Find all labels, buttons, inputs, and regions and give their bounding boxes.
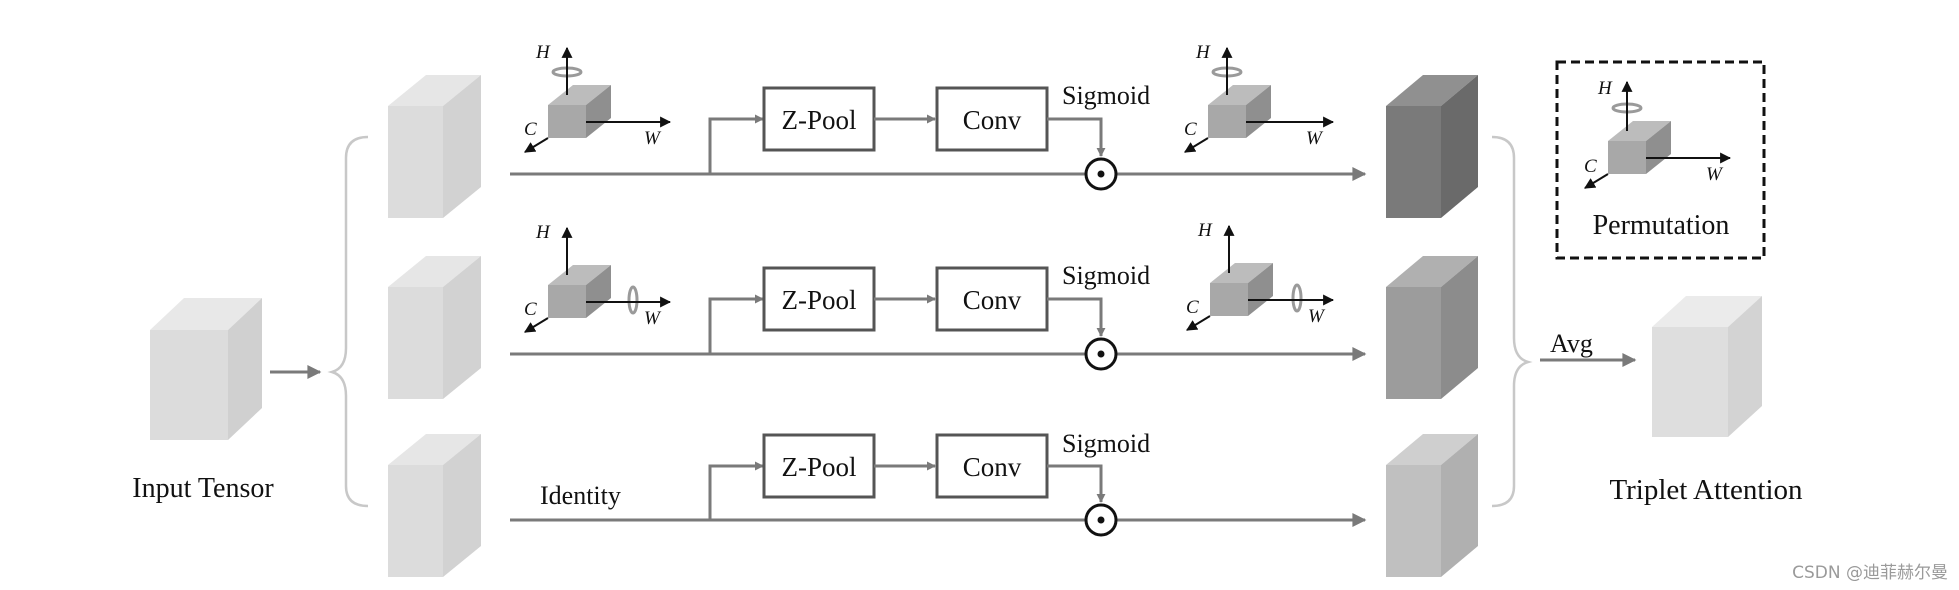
permutation-legend: H W C Permutation (1555, 60, 1766, 260)
branch-2-permute-icon: H W C (524, 222, 672, 333)
branch-3-pool-arrow (708, 461, 764, 520)
branch-2-input-cube (388, 256, 481, 399)
branch-1-sigmoid-label: Sigmoid (1062, 81, 1150, 110)
svg-text:C: C (1584, 156, 1597, 177)
branch-1: Z-Pool Conv Sigmoid (510, 81, 1367, 191)
svg-text:H: H (1597, 78, 1613, 99)
branch-3-output-cube (1386, 434, 1478, 577)
branch-3-sigmoid-label: Sigmoid (1062, 429, 1150, 458)
branch-1-input-cube (388, 75, 481, 218)
branch-1-sigmoid-arrow (1047, 117, 1106, 157)
svg-text:C: C (1186, 297, 1199, 318)
branch-3-sigmoid-arrow (1047, 464, 1106, 503)
input-tensor-cube (150, 298, 262, 440)
svg-text:H: H (1197, 220, 1213, 241)
identity-label: Identity (540, 481, 621, 510)
branch-2-sigmoid-label: Sigmoid (1062, 261, 1150, 290)
permutation-label: Permutation (1593, 210, 1730, 241)
input-tensor-label: Input Tensor (132, 473, 274, 504)
svg-text:W: W (644, 128, 662, 149)
branch-2-conv-box (935, 266, 1049, 332)
svg-text:W: W (1706, 164, 1724, 185)
branch-1-output-cube (1386, 75, 1478, 218)
branch-3-conv-label: Conv (963, 452, 1022, 482)
svg-text:C: C (1184, 119, 1197, 140)
svg-text:H: H (535, 222, 551, 243)
branch-1-unpermute-icon: H W C (1184, 42, 1335, 153)
branch-2-zpool-box (762, 266, 876, 332)
watermark: CSDN @迪菲赫尔曼 (1792, 563, 1948, 583)
branch-1-zpool-box (762, 86, 876, 152)
split-brace (327, 135, 369, 508)
branch-3-zpool-label: Z-Pool (781, 452, 856, 482)
branch-2-unpermute-icon: H W C (1186, 220, 1335, 331)
branch-1-permute-icon: H W C (524, 42, 672, 153)
branch-2-pool-arrow (708, 294, 764, 354)
branch-1-conv-label: Conv (963, 105, 1022, 135)
svg-text:C: C (524, 119, 537, 140)
branch-2-output-cube (1386, 256, 1478, 399)
svg-text:W: W (1306, 128, 1324, 149)
branch-2: Z-Pool Conv Sigmoid (510, 261, 1367, 371)
svg-text:H: H (535, 42, 551, 63)
branch-1-pool-arrow (708, 114, 764, 174)
triplet-attention-output-cube (1652, 296, 1762, 437)
triplet-attention-label: Triplet Attention (1609, 474, 1803, 506)
branch-3-input-cube (388, 434, 481, 577)
branch-3-conv-box (935, 433, 1049, 499)
merge-brace (1491, 135, 1533, 508)
branch-2-sigmoid-arrow (1047, 297, 1106, 337)
branch-2-conv-label: Conv (963, 285, 1022, 315)
svg-text:H: H (1195, 42, 1211, 63)
branch-3: Identity Z-Pool Conv Sigmoid (510, 429, 1367, 537)
branch-1-zpool-label: Z-Pool (781, 105, 856, 135)
svg-text:W: W (1308, 306, 1326, 327)
branch-3-zpool-box (762, 433, 876, 499)
avg-label: Avg (1550, 329, 1593, 358)
svg-text:C: C (524, 299, 537, 320)
svg-text:W: W (644, 308, 662, 329)
branch-2-zpool-label: Z-Pool (781, 285, 856, 315)
